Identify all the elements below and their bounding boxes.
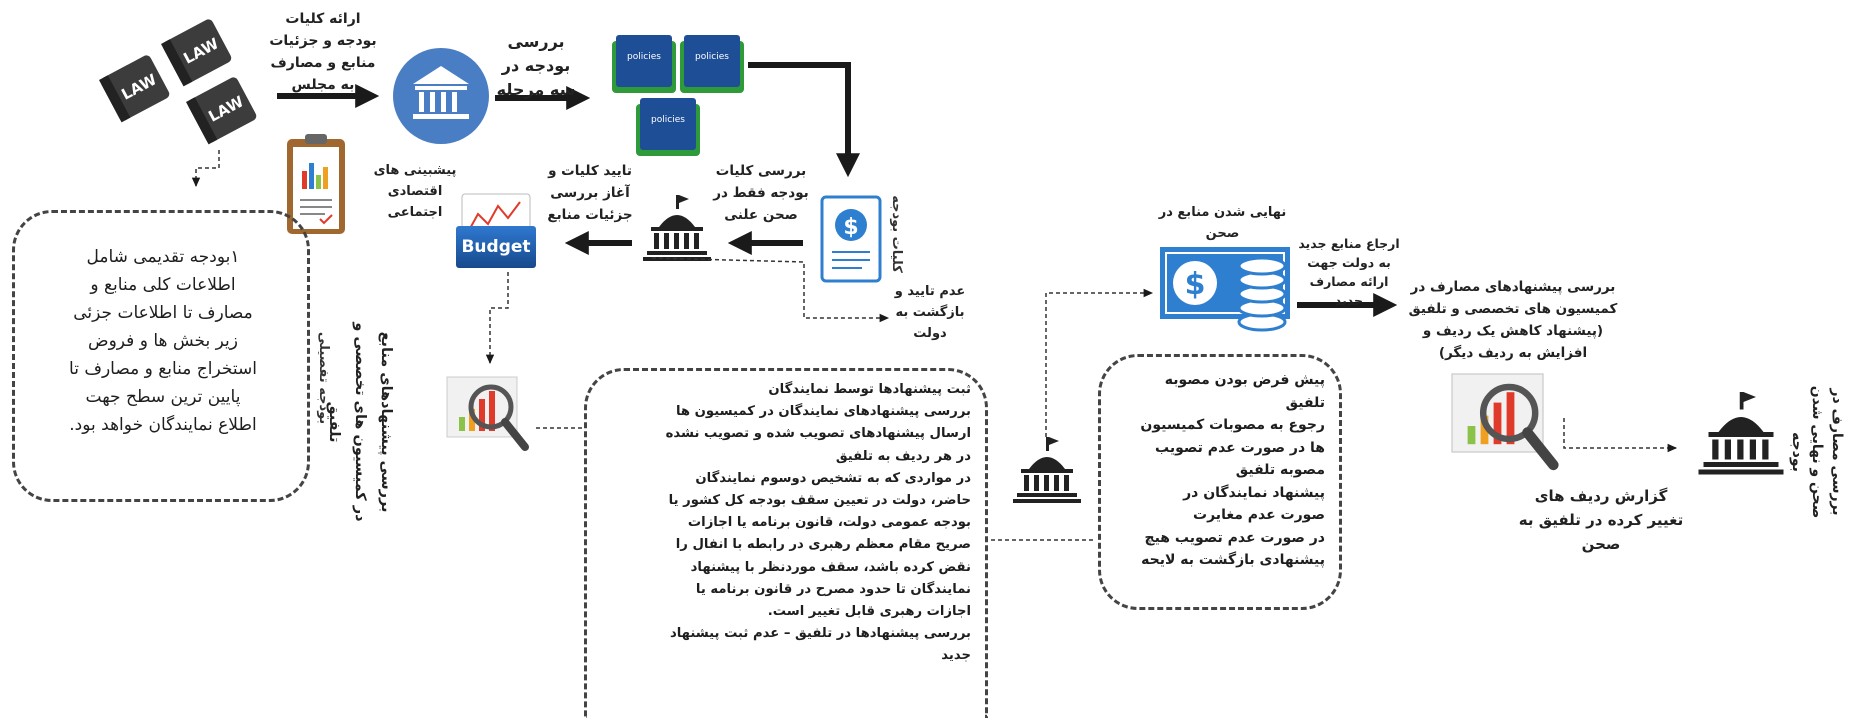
policies-folders-icon: policies policies policies [612,35,744,156]
parliament-dome-icon [1013,437,1081,503]
box-line: مصارف تا اطلاعات جزئی [73,303,253,323]
box-line: پیش فرض بودن مصوبه [1164,372,1325,388]
svg-text:$: $ [1185,267,1206,302]
dashed-connectors [191,150,1678,541]
law-books-icon: LAW LAW LAW [99,19,257,145]
box-line: در هر ردیف به تلفیق [835,448,971,464]
svg-text:$: $ [843,215,858,240]
label-economic-forecasts: پیشبینی های اقتصادی اجتماعی [373,163,457,220]
box-line: استخراج منابع و مصارف تا [69,359,257,379]
label-review-three-stages: بررسی بودجه در سه مرحله [496,32,576,99]
box-proposals-text: ثبت پیشنهادها توسط نمایندگان بررسی پیشنه… [607,379,971,668]
dollar-document-icon: $ [820,195,882,283]
magnifier-chart-icon [1451,373,1559,471]
parliament-dome-icon [1698,392,1784,475]
clipboard-chart-icon [287,134,345,234]
budget-label: Budget [461,237,530,257]
box-initial-budget: ۱بودجه تقدیمی شامل اطلاعات کلی منابع و م… [12,210,310,502]
box-line: ها در صورت عدم تصویب [1155,439,1325,456]
arrow-policies-to-general [748,62,860,178]
box-line: پیشنهاد نمایندگان در [1183,484,1325,501]
box-line: نمایندگان تا حدود مصرح در قانون برنامه ی… [695,581,971,597]
box-line: اجازات رهبری قابل تغییر است. [767,604,971,620]
parliament-building-icon [393,48,489,144]
budget-folder-icon: Budget [456,193,536,268]
box-line: صورت عدم مغایرت [1193,507,1325,523]
box-line: بررسی پیشنهادها در تلفیق – عدم ثبت پیشنه… [669,626,971,642]
label-general-budget: کلیات بودجه [889,195,904,273]
label-review-expenditure-proposals: بررسی پیشنهادهای مصارف در کمیسیون های تخ… [1408,279,1618,361]
box-line: اطلاع نمایندگان خواهد بود. [69,415,257,435]
label-final-review-expenditures: بررسی مصارف در صحن و نهایی شدن بودجه [1789,385,1845,519]
box-line: در صورت عدم تصویب هیچ [1144,529,1325,546]
label-detailed-budget: بودجه تفصیلی [316,332,331,424]
box-line: صریح مقام معظم رهبری در رابطه با انفال ر… [675,537,971,553]
box-line: پایین ترین سطح جهت [85,387,241,407]
policies-label: policies [695,52,729,62]
box-line: ارسال پیشنهادهای تصویب شده و تصویب نشده [665,426,971,442]
box-assumption-text: پیش فرض بودن مصوبه تلفیق رجوع به مصوبات … [1115,369,1325,572]
label-rejection-return: عدم تایید و بازگشت به دولت [894,284,966,341]
label-review-resources-committees: بررسی پیشنهادهای منابع در کمیسیون های تخ… [326,322,394,522]
label-refer-new-resources: ارجاع منابع جدید به دولت جهت ارائه مصارف… [1298,236,1400,308]
box-line: ثبت پیشنهادها توسط نمایندگان [768,382,971,397]
box-line: جدید [941,648,971,664]
box-line: زیر بخش ها و فروض [88,331,238,351]
box-line: اطلاعات کلی منابع و [90,275,236,295]
policies-label: policies [651,115,685,125]
box-line: ۱بودجه تقدیمی شامل [86,247,240,267]
box-line: بررسی پیشنهادهای نمایندگان در کمیسیون ها [675,404,971,420]
box-line: بودجه عمومی دولت، قانون برنامه یا اجازات [687,515,971,531]
box-line: رجوع به مصوبات کمیسیون [1140,417,1325,433]
thick-arrows [277,62,1398,317]
label-report-changed-rows: گزارش ردیف های تغییر کرده در تلفیق به صح… [1518,487,1684,553]
box-line: مصوبه تلفیق [1235,462,1325,478]
parliament-dome-icon [643,195,711,261]
label-review-general-open-session: بررسی کلیات بودجه فقط در صحن علنی [713,163,809,223]
label-approve-general: تایید کلیات و آغاز بررسی جزئیات منابع [547,163,633,223]
label-resources-finalized: نهایی شدن منابع در صحن [1158,205,1287,241]
box-assumption: پیش فرض بودن مصوبه تلفیق رجوع به مصوبات … [1098,354,1342,610]
box-proposals: ثبت پیشنهادها توسط نمایندگان بررسی پیشنه… [584,368,988,718]
box-line: تلفیق [1285,394,1325,411]
label-submit-to-parliament: ارائه کلیات بودجه و جزئیات منابع و مصارف… [269,11,377,93]
box-line: نقض کرده باشد، سقف موردنظر با پیشنهاد [690,559,971,575]
magnifier-chart-icon [446,376,529,451]
box-line: پیشنهادی بازگشت به لایحه [1141,552,1325,568]
money-coins-icon: $ [1160,247,1290,332]
box-initial-budget-text: ۱بودجه تقدیمی شامل اطلاعات کلی منابع و م… [33,243,293,439]
policies-label: policies [627,52,661,62]
box-line: حاضر، دولت در تعیین سقف بودجه کل کشور یا [668,493,971,509]
box-line: در مواردی که به تشخیص دوسوم نمایندگان [695,470,971,486]
